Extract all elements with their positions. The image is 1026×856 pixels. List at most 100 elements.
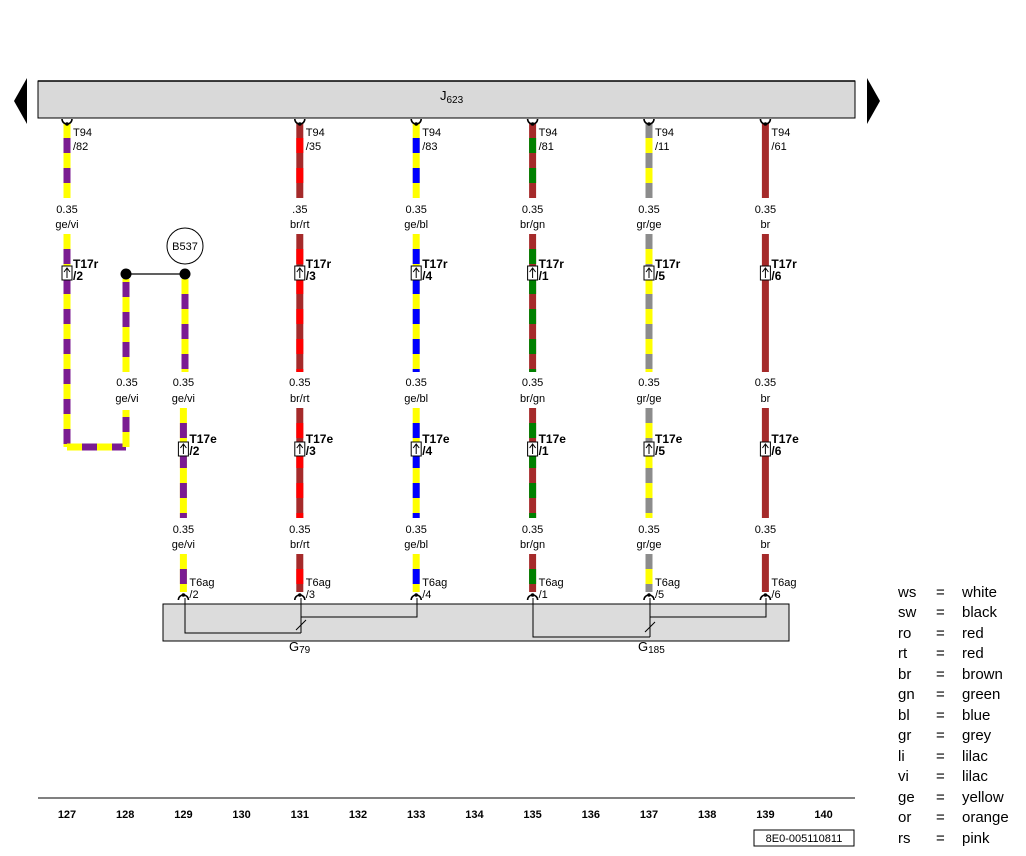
- circuit-131-t94-pin: /35: [306, 141, 321, 153]
- control-unit-box: [37, 80, 856, 119]
- legend-row: gr=grey: [898, 726, 1024, 747]
- circuit-135-size-3: 0.35: [522, 524, 543, 536]
- circuit-133-t94-conn: T94: [422, 127, 441, 139]
- circuit-127-t94-pin: /82: [73, 141, 88, 153]
- circuit-131-t94-conn: T94: [306, 127, 325, 139]
- circuit-137-color-2: gr/ge: [636, 393, 661, 405]
- legend-row: sw=black: [898, 603, 1024, 624]
- circuit-135-pin-t6ag-dot: [530, 593, 535, 597]
- circuit-139-t17r-conn: T17r: [771, 257, 797, 271]
- legend-equals: =: [936, 583, 945, 601]
- legend-name: brown: [962, 665, 1003, 683]
- circuit-137-t6ag-pin: /5: [655, 589, 664, 601]
- legend-row: rs=pink: [898, 828, 1024, 849]
- circuit-133-color-3: ge/bl: [404, 539, 428, 551]
- circuit-133-t94-pin: /83: [422, 141, 437, 153]
- circuit-133-pin-t6ag-dot: [414, 593, 419, 597]
- circuit-127-t17r-conn: T17r: [73, 257, 99, 271]
- legend-code: br: [898, 665, 912, 683]
- legend-equals: =: [936, 706, 945, 724]
- circuit-127-t17r-arrow: [63, 267, 71, 278]
- circuit-133-t6ag-pin: /4: [422, 589, 431, 601]
- circuit-133-size-2: 0.35: [405, 377, 426, 389]
- legend-code: or: [898, 809, 912, 827]
- circuit-133-pin-t94-dot: [414, 122, 419, 126]
- circuit-135-t17r-conn: T17r: [539, 257, 565, 271]
- circuit-131-size-1: .35: [292, 204, 307, 216]
- circuit-131-t17e-arrow: [296, 443, 304, 454]
- circuit-127-size-1: 0.35: [56, 204, 77, 216]
- circuit-139-t94-pin: /61: [771, 141, 786, 153]
- circuit-131-t17r-pin: /3: [306, 269, 316, 283]
- circuit-129-t6ag-pin: /2: [189, 589, 198, 601]
- wires-layer: [61, 118, 772, 601]
- circuit-131-t17e-pin: /3: [306, 444, 316, 458]
- circuit-133-color-2: ge/bl: [404, 393, 428, 405]
- circuit-131-t17r-arrow: [296, 267, 304, 278]
- circuit-137-t17e-conn: T17e: [655, 432, 683, 446]
- legend-row: ge=yellow: [898, 787, 1024, 808]
- track-number: 136: [582, 809, 600, 821]
- circuit-137-size-2: 0.35: [638, 377, 659, 389]
- circuit-137-color-1: gr/ge: [636, 219, 661, 231]
- circuit-129-t6ag-conn: T6ag: [189, 577, 214, 589]
- legend-row: gn=green: [898, 685, 1024, 706]
- circuit-135-t17e-pin: /1: [539, 444, 549, 458]
- circuit-133-size-3: 0.35: [405, 524, 426, 536]
- track-number: 135: [523, 809, 541, 821]
- legend-code: gn: [898, 686, 915, 704]
- circuit-135-t17r-arrow: [529, 267, 536, 278]
- legend-equals: =: [936, 768, 945, 786]
- control-unit-label: J623: [440, 88, 464, 106]
- circuit-129-t17e-conn: T17e: [189, 432, 217, 446]
- track-number: 134: [465, 809, 484, 821]
- circuit-131-t6ag-pin: /3: [306, 589, 315, 601]
- circuit-139-pin-t6ag-dot: [763, 593, 768, 597]
- track-number: 140: [814, 809, 832, 821]
- circuit-139-t17e-pin: /6: [771, 444, 781, 458]
- circuit-139-color-2: br: [761, 393, 771, 405]
- circuit-133-t17r-arrow: [412, 267, 420, 278]
- circuit-137-t6ag-conn: T6ag: [655, 577, 680, 589]
- circuit-135-t94-conn: T94: [539, 127, 558, 139]
- circuit-137-t17e-pin: /5: [655, 444, 665, 458]
- next-page-arrow-icon[interactable]: [867, 78, 880, 124]
- track-number: 133: [407, 809, 425, 821]
- circuit-139-t17e-arrow: [762, 443, 769, 454]
- sensor-g79-label: G79: [289, 639, 311, 656]
- diagram-code: 8E0-005110811: [766, 833, 843, 845]
- legend-row: li = lilac: [898, 746, 1024, 767]
- circuit-137-size-1: 0.35: [638, 204, 659, 216]
- circuit-133-size-1: 0.35: [405, 204, 426, 216]
- circuit-137-t94-conn: T94: [655, 127, 674, 139]
- circuit-131-pin-t6ag-dot: [298, 593, 302, 597]
- track-number: 138: [698, 809, 716, 821]
- track-number: 129: [174, 809, 192, 821]
- circuit-131-size-2: 0.35: [289, 377, 310, 389]
- splice-node-right: [179, 268, 191, 280]
- track-number: 131: [291, 809, 309, 821]
- previous-page-arrow-icon[interactable]: [14, 78, 27, 124]
- legend-equals: =: [936, 747, 945, 765]
- legend-name: red: [962, 645, 984, 663]
- circuit-135-color-2: br/gn: [520, 393, 545, 405]
- circuit-135-pin-t94-dot: [530, 122, 535, 126]
- legend-code: ws: [898, 583, 917, 601]
- legend-equals: =: [936, 645, 945, 663]
- circuit-139-t6ag-conn: T6ag: [771, 577, 796, 589]
- circuit-129-color-3: ge/vi: [172, 539, 195, 551]
- circuit-137-t17r-arrow: [645, 267, 653, 278]
- circuit-129-size-2: 0.35: [173, 377, 194, 389]
- circuit-135-t17r-pin: /1: [539, 269, 549, 283]
- legend-name: lilac: [962, 747, 988, 765]
- track-number: 137: [640, 809, 658, 821]
- circuit-139-t94-conn: T94: [771, 127, 790, 139]
- legend-code: li: [898, 747, 905, 765]
- legend-equals: =: [936, 809, 945, 827]
- legend-row: ws=white: [898, 582, 1024, 603]
- legend-code: vi: [898, 768, 909, 786]
- circuit-133-color-1: ge/bl: [404, 219, 428, 231]
- legend-name: orange: [962, 809, 1009, 827]
